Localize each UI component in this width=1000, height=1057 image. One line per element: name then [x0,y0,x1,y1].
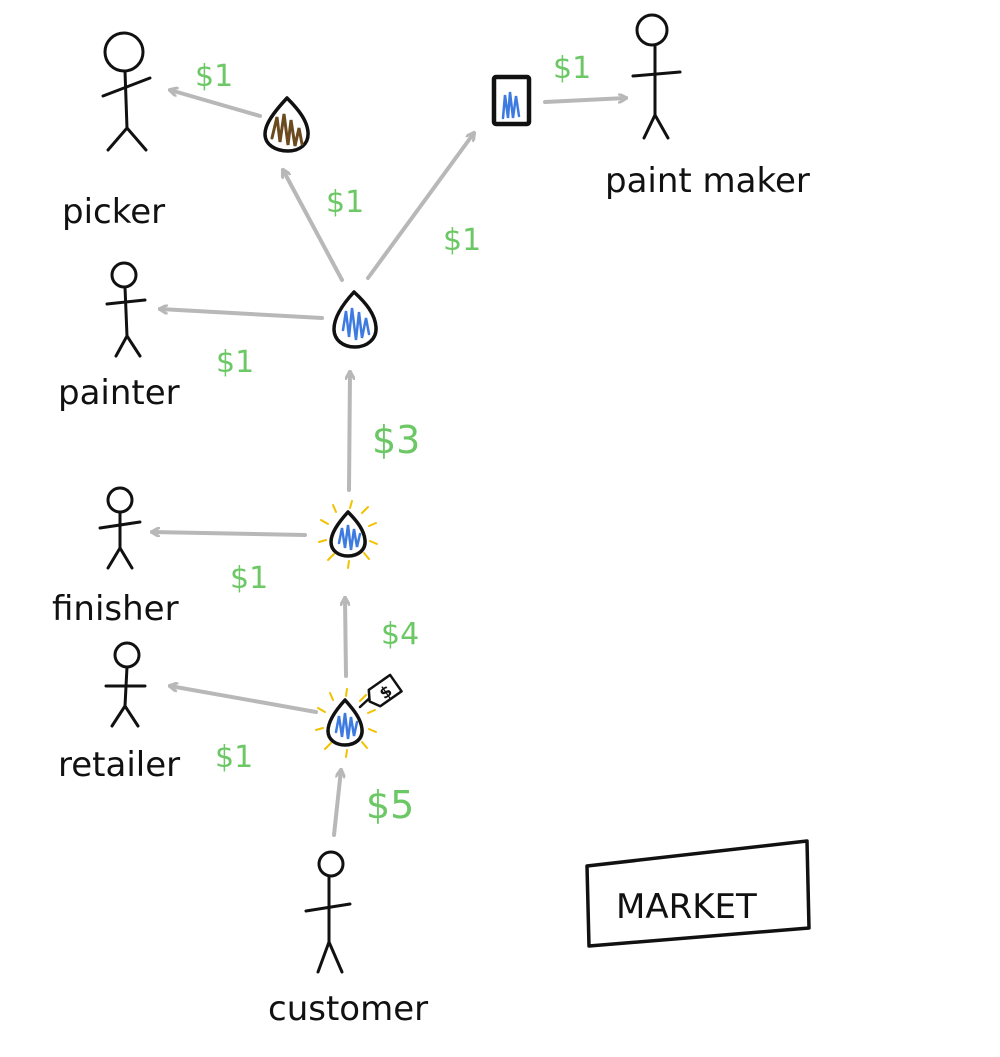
arrow-retail-item-to-finished-item [345,598,346,678]
raw-item-icon [263,96,310,153]
arrow-painted-item-to-paint [366,133,474,280]
customer-label: customer [268,989,428,1029]
price-retail-item-to-finished-item: $4 [381,617,419,652]
price-painted-item-to-paint: $1 [443,223,481,258]
price-tag-icon: $ [367,673,403,708]
price-paint-to-paint-maker: $1 [553,51,591,86]
price-painted-item-to-painter: $1 [216,345,254,380]
arrow-painted-item-to-raw-item [283,170,344,282]
arrow-raw-item-to-picker [170,90,262,118]
finisher-figure [98,486,142,570]
finished-item-icon [318,500,378,569]
finisher-label: finisher [52,589,179,629]
retailer-figure [104,641,147,728]
price-finished-item-to-painted-item: $3 [372,418,420,462]
customer-figure [304,850,352,974]
price-painted-item-to-raw-item: $1 [326,185,364,220]
arrow-customer-to-retail-item [332,770,341,837]
arrow-painted-item-to-painter [160,309,324,320]
market-box: MARKET [585,839,811,948]
price-finished-item-to-finisher: $1 [230,561,268,596]
retailer-label: retailer [58,745,180,785]
paint-maker-label: paint maker [605,161,810,201]
picker-figure [101,31,152,152]
paint-can-icon [491,74,532,127]
paint-maker-figure [631,13,682,140]
painter-label: painter [58,373,180,413]
arrow-finished-item-to-painted-item [349,372,350,492]
market-label: MARKET [616,887,757,927]
arrow-retail-item-to-retailer [170,686,318,714]
picker-label: picker [62,192,165,232]
price-retail-item-to-retailer: $1 [215,740,253,775]
retail-item-icon: $ [315,673,403,758]
painted-item-icon [332,290,378,349]
price-raw-item-to-picker: $1 [195,59,233,94]
painter-figure [105,261,147,358]
arrow-finished-item-to-finisher [152,532,307,535]
price-customer-to-retail-item: $5 [366,783,414,827]
arrow-paint-to-paint-maker [543,98,626,104]
